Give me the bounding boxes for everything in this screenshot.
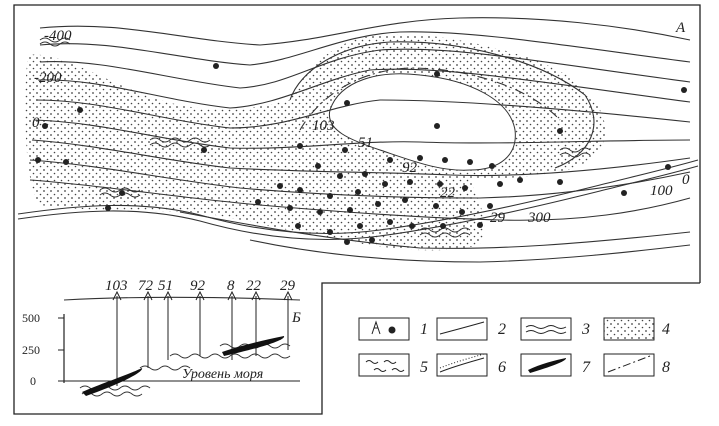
legend-number: 5: [420, 359, 428, 376]
map-area: -400 -200 0 100 0 300 103 51 92 22 29 А: [17, 17, 699, 263]
legend-number: 3: [581, 321, 590, 338]
profile-well-labels: 103 72 51 92 8 22 29: [105, 278, 296, 294]
legend-number: 2: [498, 321, 506, 338]
solid-line-icon: [439, 321, 485, 335]
dotted-band-icon: [439, 353, 485, 373]
contour-label: 300: [527, 210, 551, 226]
contour-label: 0: [32, 115, 40, 131]
contour-label: 100: [650, 183, 673, 199]
map-well-label: 29: [490, 210, 506, 226]
wavy-marks-icon: [365, 360, 405, 372]
map-well-label: 22: [440, 185, 456, 201]
legend-number: 4: [662, 321, 670, 338]
sea-level-label: Уровень моря: [182, 367, 263, 382]
map-frame: [13, 4, 701, 415]
map-well-label: 51: [358, 135, 373, 151]
lens-body-icon: [528, 358, 567, 373]
profile-well-label: 72: [138, 278, 154, 294]
cross-section-profile: 500 250 0 Уровень моря 103 72 51 92 8 22…: [22, 278, 301, 397]
profile-end-label: Б: [291, 310, 301, 326]
y-tick-label: 500: [22, 311, 40, 325]
dash-dot-line-icon: [607, 355, 651, 373]
profile-well-label: 92: [190, 278, 206, 294]
contour-labels: -400 -200 0 100 0 300: [32, 28, 690, 226]
map-well-label: 103: [312, 118, 335, 134]
well-symbols-icon: [371, 320, 396, 335]
profile-lens-body: [222, 336, 285, 356]
profile-well-label: 103: [105, 278, 128, 294]
legend-number: 6: [498, 359, 506, 376]
contour-label: -400: [44, 28, 72, 44]
legend-number: 7: [582, 359, 591, 376]
river-line: [17, 159, 699, 235]
corner-label: А: [675, 20, 686, 36]
well-points: [35, 63, 687, 245]
y-tick-label: 0: [30, 374, 36, 388]
profile-lens-body: [82, 368, 143, 396]
legend-number: 1: [420, 321, 428, 338]
contour-lines: [29, 17, 691, 263]
dotted-fill-icon: [603, 317, 655, 341]
contour-label: -200: [34, 70, 62, 86]
profile-well-label: 22: [246, 278, 262, 294]
contour-label: 0: [682, 172, 690, 188]
lens-interior: [328, 73, 516, 171]
y-tick-label: 250: [22, 343, 40, 357]
double-wavy-line-icon: [525, 325, 567, 334]
legend-number: 8: [662, 359, 670, 376]
map-well-label: 92: [402, 160, 418, 176]
profile-well-label: 29: [280, 278, 296, 294]
profile-well-label: 8: [227, 278, 235, 294]
map-well-labels: 103 51 92 22 29: [312, 118, 506, 226]
profile-well-label: 51: [158, 278, 173, 294]
legend: 1 2 3 4 5 6 7: [358, 317, 670, 377]
